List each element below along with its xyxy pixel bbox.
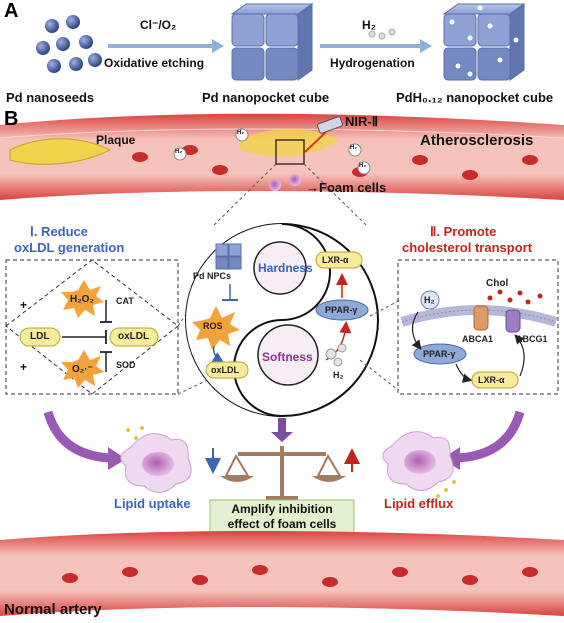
ldl-label: LDL: [30, 331, 50, 342]
ros-label: ROS: [203, 321, 223, 331]
normal-artery: [0, 531, 564, 616]
stage2-label: Pd nanopocket cube: [202, 90, 330, 105]
foam-cells-label: →Foam cells: [306, 180, 387, 195]
right-purple-arrow: [457, 410, 525, 463]
oxldl-left-label: oxLDL: [118, 331, 150, 342]
stage3-label: PdH₀.₁₂ nanopocket cube: [396, 90, 554, 105]
h2-badge-3: H₂: [350, 145, 357, 151]
foam-cell-left: [120, 426, 192, 493]
pd-nanopocket-cube-graphic: [230, 3, 314, 81]
hardness-softness-circle: [185, 223, 379, 417]
abcg1-label: ABCG1: [516, 334, 548, 344]
pd-nanoseeds-graphic: [36, 15, 102, 73]
plus-1: +: [20, 298, 28, 312]
nir-laser-icon: [317, 116, 343, 134]
plus-2: +: [20, 360, 28, 374]
normal-artery-label: Normal artery: [4, 601, 102, 618]
h2o2-label: H₂O₂: [70, 294, 94, 305]
right-mechanism-box: [397, 259, 559, 395]
pdh-nanopocket-cube-graphic: [442, 3, 526, 81]
zoom-box: [275, 139, 305, 165]
lipid-efflux-label: Lipid efflux: [384, 496, 454, 511]
amplify-box: [209, 499, 355, 535]
lxr-right-label: LXR-α: [478, 375, 505, 385]
step1-label-top: Cl⁻/O₂: [140, 18, 177, 32]
panel-a: [36, 3, 526, 81]
right-title-2: cholesterol transport: [402, 240, 533, 255]
amplify-line-2: effect of foam cells: [227, 517, 337, 531]
o2-label: O₂·⁻: [72, 364, 93, 375]
sod-label: SOD: [116, 360, 136, 370]
panel-b-letter: B: [4, 108, 19, 130]
foam-cell-right: [382, 431, 456, 498]
nir-label: NIR-Ⅱ: [345, 114, 379, 129]
h2-badge-4: H₂: [359, 163, 366, 169]
h2-badges-top: [173, 128, 371, 175]
right-title-1: Ⅱ. Promote: [430, 224, 497, 239]
left-mechanism-box: [5, 259, 179, 395]
left-title-2: oxLDL generation: [14, 240, 125, 255]
h2-right-label: H₂: [424, 295, 435, 305]
softness-label: Softness: [262, 350, 313, 364]
ppar-right-label: PPAR-γ: [423, 349, 456, 359]
step2-label-top: H₂: [362, 18, 376, 32]
chol-label: Chol: [486, 278, 509, 289]
diseased-artery: [0, 113, 564, 226]
h2-badge-1: H₂: [237, 130, 244, 136]
cat-label: CAT: [116, 296, 134, 306]
panel-a-letter: A: [4, 0, 19, 22]
ppar-center-label: PPAR-γ: [325, 305, 358, 315]
pd-npcs-label: Pd NPCs: [193, 271, 232, 281]
stage1-label: Pd nanoseeds: [6, 90, 95, 105]
left-title-1: Ⅰ. Reduce: [30, 224, 89, 239]
step2-label-bottom: Hydrogenation: [330, 56, 415, 70]
left-purple-arrow: [43, 410, 111, 463]
plaque-deposit: [9, 138, 112, 165]
amplify-line-1: Amplify inhibition: [231, 502, 333, 516]
plaque-label: Plaque: [96, 133, 136, 147]
balance-scale-icon: [220, 446, 346, 502]
lxr-center-label: LXR-α: [322, 255, 349, 265]
abca1-label: ABCA1: [462, 334, 494, 344]
step1-label-bottom: Oxidative etching: [104, 56, 205, 70]
oxldl-center-label: oxLDL: [211, 365, 239, 375]
disease-label: Atherosclerosis: [420, 132, 534, 149]
hardness-bubble: [253, 241, 307, 295]
h2-badge-2: H₂: [175, 149, 182, 155]
h2-center-label: H₂: [333, 370, 344, 380]
softness-bubble: [257, 324, 319, 386]
lipid-uptake-label: Lipid uptake: [114, 496, 191, 511]
hardness-label: Hardness: [258, 261, 313, 275]
